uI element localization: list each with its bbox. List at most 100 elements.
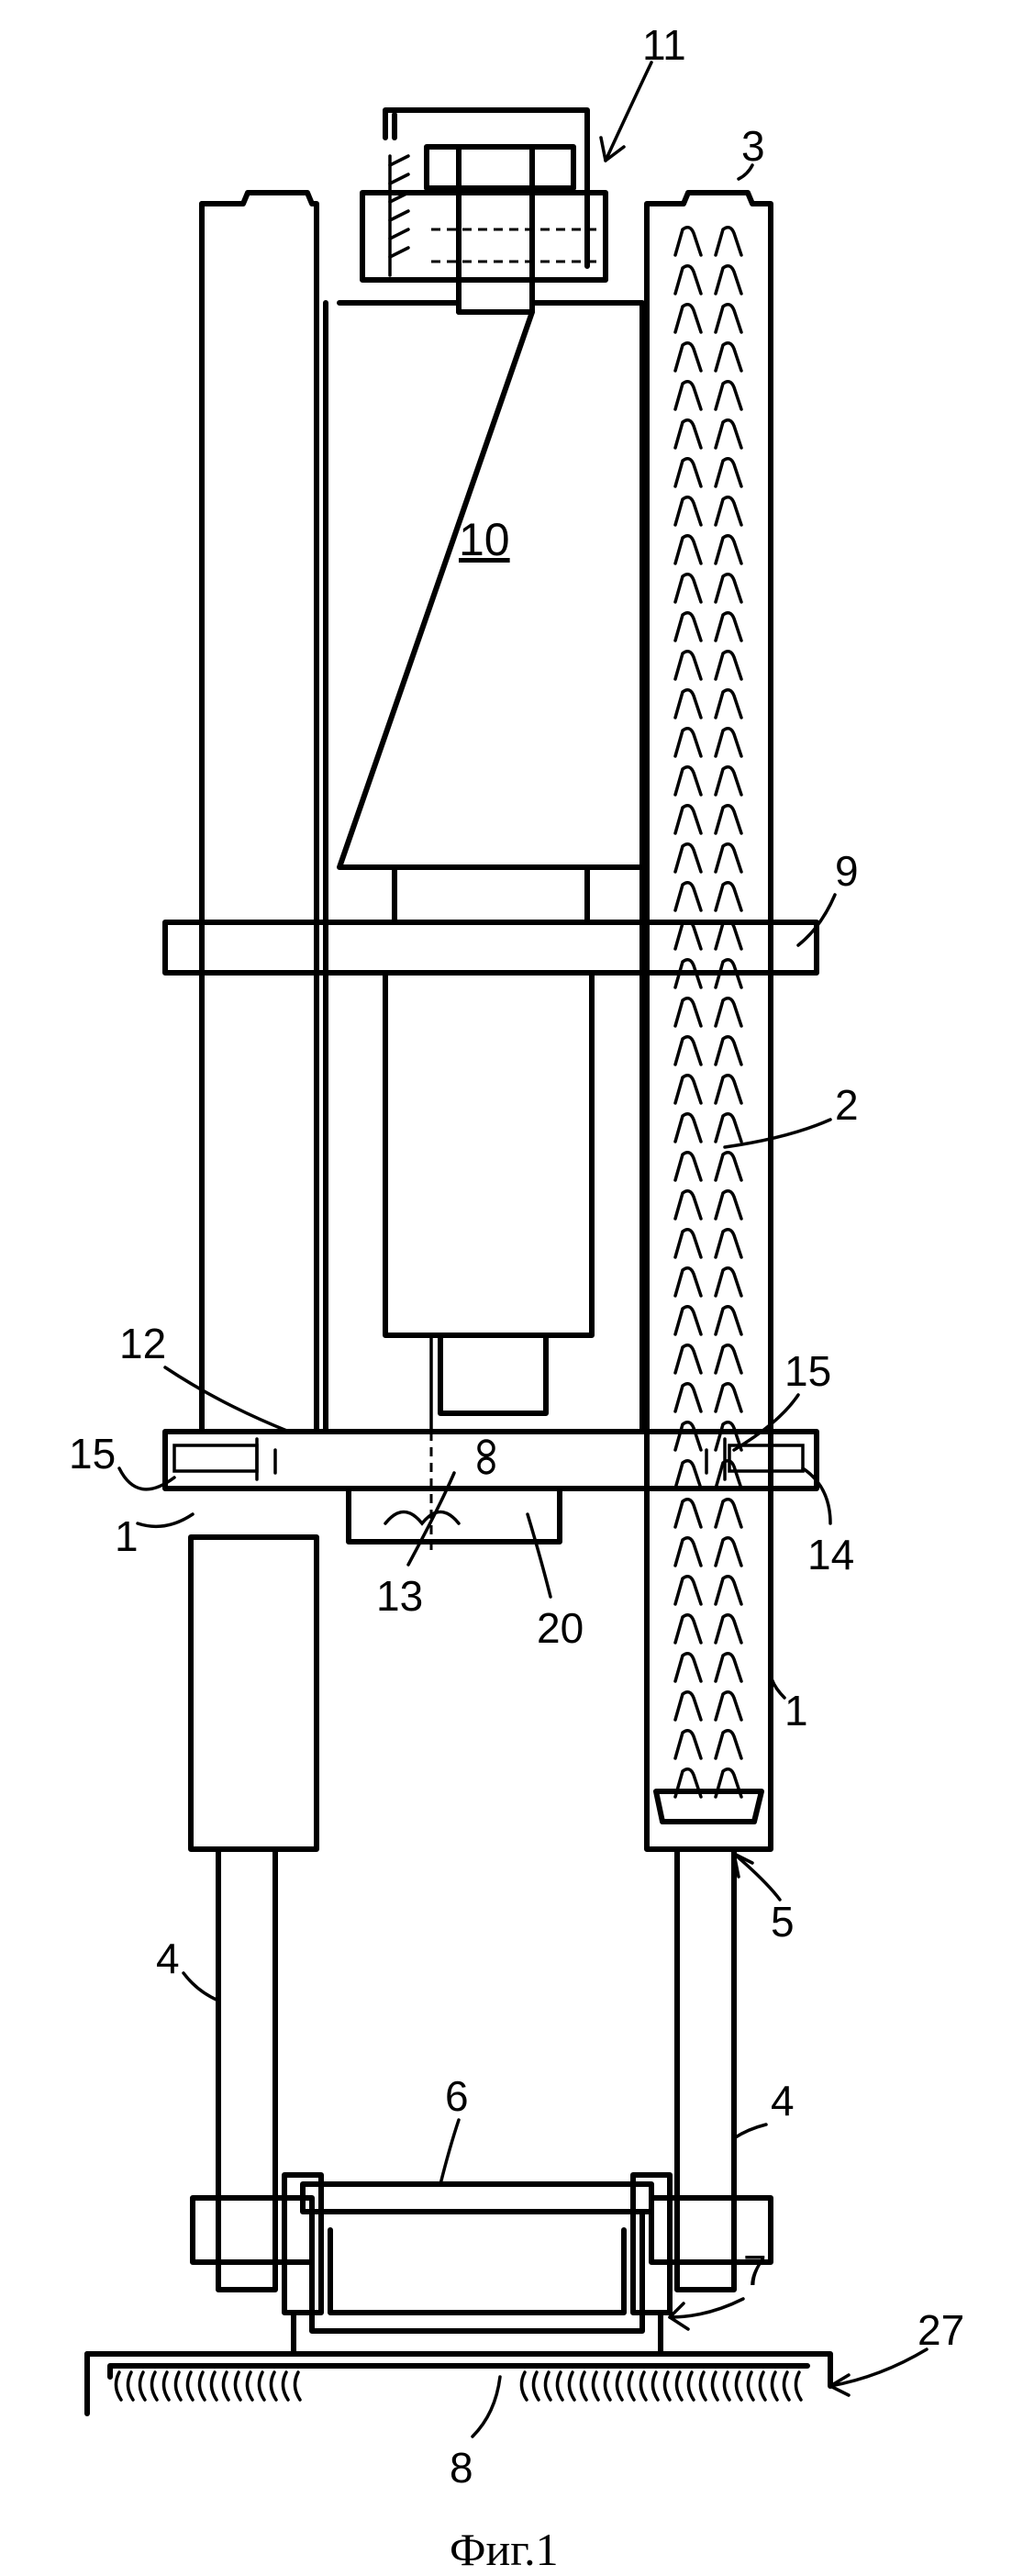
spring-coil xyxy=(716,1307,741,1334)
spring-coil xyxy=(716,1268,741,1296)
label-20: 20 xyxy=(537,1604,584,1652)
spring-coil xyxy=(675,266,701,294)
label-13: 13 xyxy=(376,1572,423,1620)
spring-coil xyxy=(675,806,701,833)
spring-coil xyxy=(716,497,741,525)
bristle xyxy=(163,2372,169,2400)
bristle xyxy=(199,2372,205,2400)
bristle xyxy=(139,2372,145,2400)
spring-coil xyxy=(675,382,701,409)
bristle xyxy=(175,2372,181,2400)
spring-coil xyxy=(716,266,741,294)
bristle xyxy=(533,2372,539,2400)
spring-coil xyxy=(675,420,701,448)
spring-coil xyxy=(716,1037,741,1065)
spring-coil xyxy=(675,1268,701,1296)
spring-coil xyxy=(675,1384,701,1411)
spring-coil xyxy=(675,228,701,255)
bristle xyxy=(545,2372,550,2400)
bristle xyxy=(235,2372,240,2400)
spring-coil xyxy=(716,652,741,679)
spring-coil xyxy=(716,459,741,486)
spring-coil xyxy=(716,1230,741,1257)
spring-coil xyxy=(716,1153,741,1180)
spring-coil xyxy=(675,1577,701,1604)
bristle xyxy=(521,2372,527,2400)
label-14: 14 xyxy=(807,1531,854,1578)
bristle xyxy=(223,2372,228,2400)
spring-coil xyxy=(716,613,741,641)
bristle xyxy=(211,2372,217,2400)
spring-coil xyxy=(716,883,741,910)
upper-cross-beam xyxy=(165,922,817,973)
bristle xyxy=(640,2372,646,2400)
spring-coil xyxy=(675,1538,701,1566)
spring-coil xyxy=(675,883,701,910)
spring-coil xyxy=(675,1191,701,1219)
spring-coil xyxy=(716,343,741,371)
spring-coil xyxy=(675,1654,701,1681)
lower-cross-beam xyxy=(165,1432,817,1551)
spring-coil xyxy=(716,420,741,448)
spring-coil xyxy=(675,1153,701,1180)
bristle xyxy=(247,2372,252,2400)
spring-coil xyxy=(675,767,701,795)
bristle xyxy=(748,2372,753,2400)
spring-coil xyxy=(675,1615,701,1643)
bristle xyxy=(688,2372,694,2400)
label-12: 12 xyxy=(119,1320,166,1367)
spring-coil xyxy=(716,729,741,756)
bristle xyxy=(283,2372,288,2400)
bristle xyxy=(151,2372,157,2400)
bristle xyxy=(569,2372,574,2400)
spring-coil xyxy=(675,536,701,563)
spring-coil xyxy=(675,844,701,872)
spring-coil xyxy=(716,1577,741,1604)
label-2: 2 xyxy=(835,1081,859,1129)
label-15-right: 15 xyxy=(784,1347,831,1395)
bristle xyxy=(652,2372,658,2400)
spring-coil xyxy=(675,1345,701,1373)
brush-bristles xyxy=(116,2372,801,2400)
spring-coil xyxy=(716,806,741,833)
spring-coil xyxy=(675,998,701,1026)
spring-coil xyxy=(716,305,741,332)
bristle xyxy=(116,2372,121,2400)
bristle xyxy=(795,2372,801,2400)
bristle xyxy=(664,2372,670,2400)
label-1-right: 1 xyxy=(784,1687,808,1734)
bristle xyxy=(605,2372,610,2400)
spring-coil xyxy=(675,1076,701,1103)
spring-coil xyxy=(716,1076,741,1103)
bristle xyxy=(581,2372,586,2400)
cylinder-body xyxy=(339,303,642,1432)
label-4-right: 4 xyxy=(771,2077,795,2124)
spring-coil xyxy=(675,1731,701,1758)
left-column xyxy=(191,193,317,2290)
bristle xyxy=(593,2372,598,2400)
spring-coil xyxy=(675,1307,701,1334)
spring-coil xyxy=(716,998,741,1026)
spring-coil xyxy=(716,1692,741,1720)
bristle xyxy=(259,2372,264,2400)
bristle xyxy=(676,2372,682,2400)
label-1-left: 1 xyxy=(115,1512,139,1560)
bristle xyxy=(784,2372,789,2400)
spring-coil xyxy=(716,1731,741,1758)
label-15-left: 15 xyxy=(69,1430,116,1478)
compression-spring xyxy=(675,228,741,1797)
bristle xyxy=(295,2372,300,2400)
label-9: 9 xyxy=(835,847,859,895)
label-11: 11 xyxy=(642,21,686,69)
bristle xyxy=(271,2372,276,2400)
bristle xyxy=(187,2372,193,2400)
bristle xyxy=(736,2372,741,2400)
spring-coil xyxy=(716,1500,741,1527)
spring-coil xyxy=(716,1654,741,1681)
spring-coil xyxy=(716,1114,741,1142)
bristle xyxy=(760,2372,765,2400)
label-3: 3 xyxy=(741,122,765,170)
spring-coil xyxy=(675,1230,701,1257)
spring-coil xyxy=(675,729,701,756)
spring-coil xyxy=(716,382,741,409)
